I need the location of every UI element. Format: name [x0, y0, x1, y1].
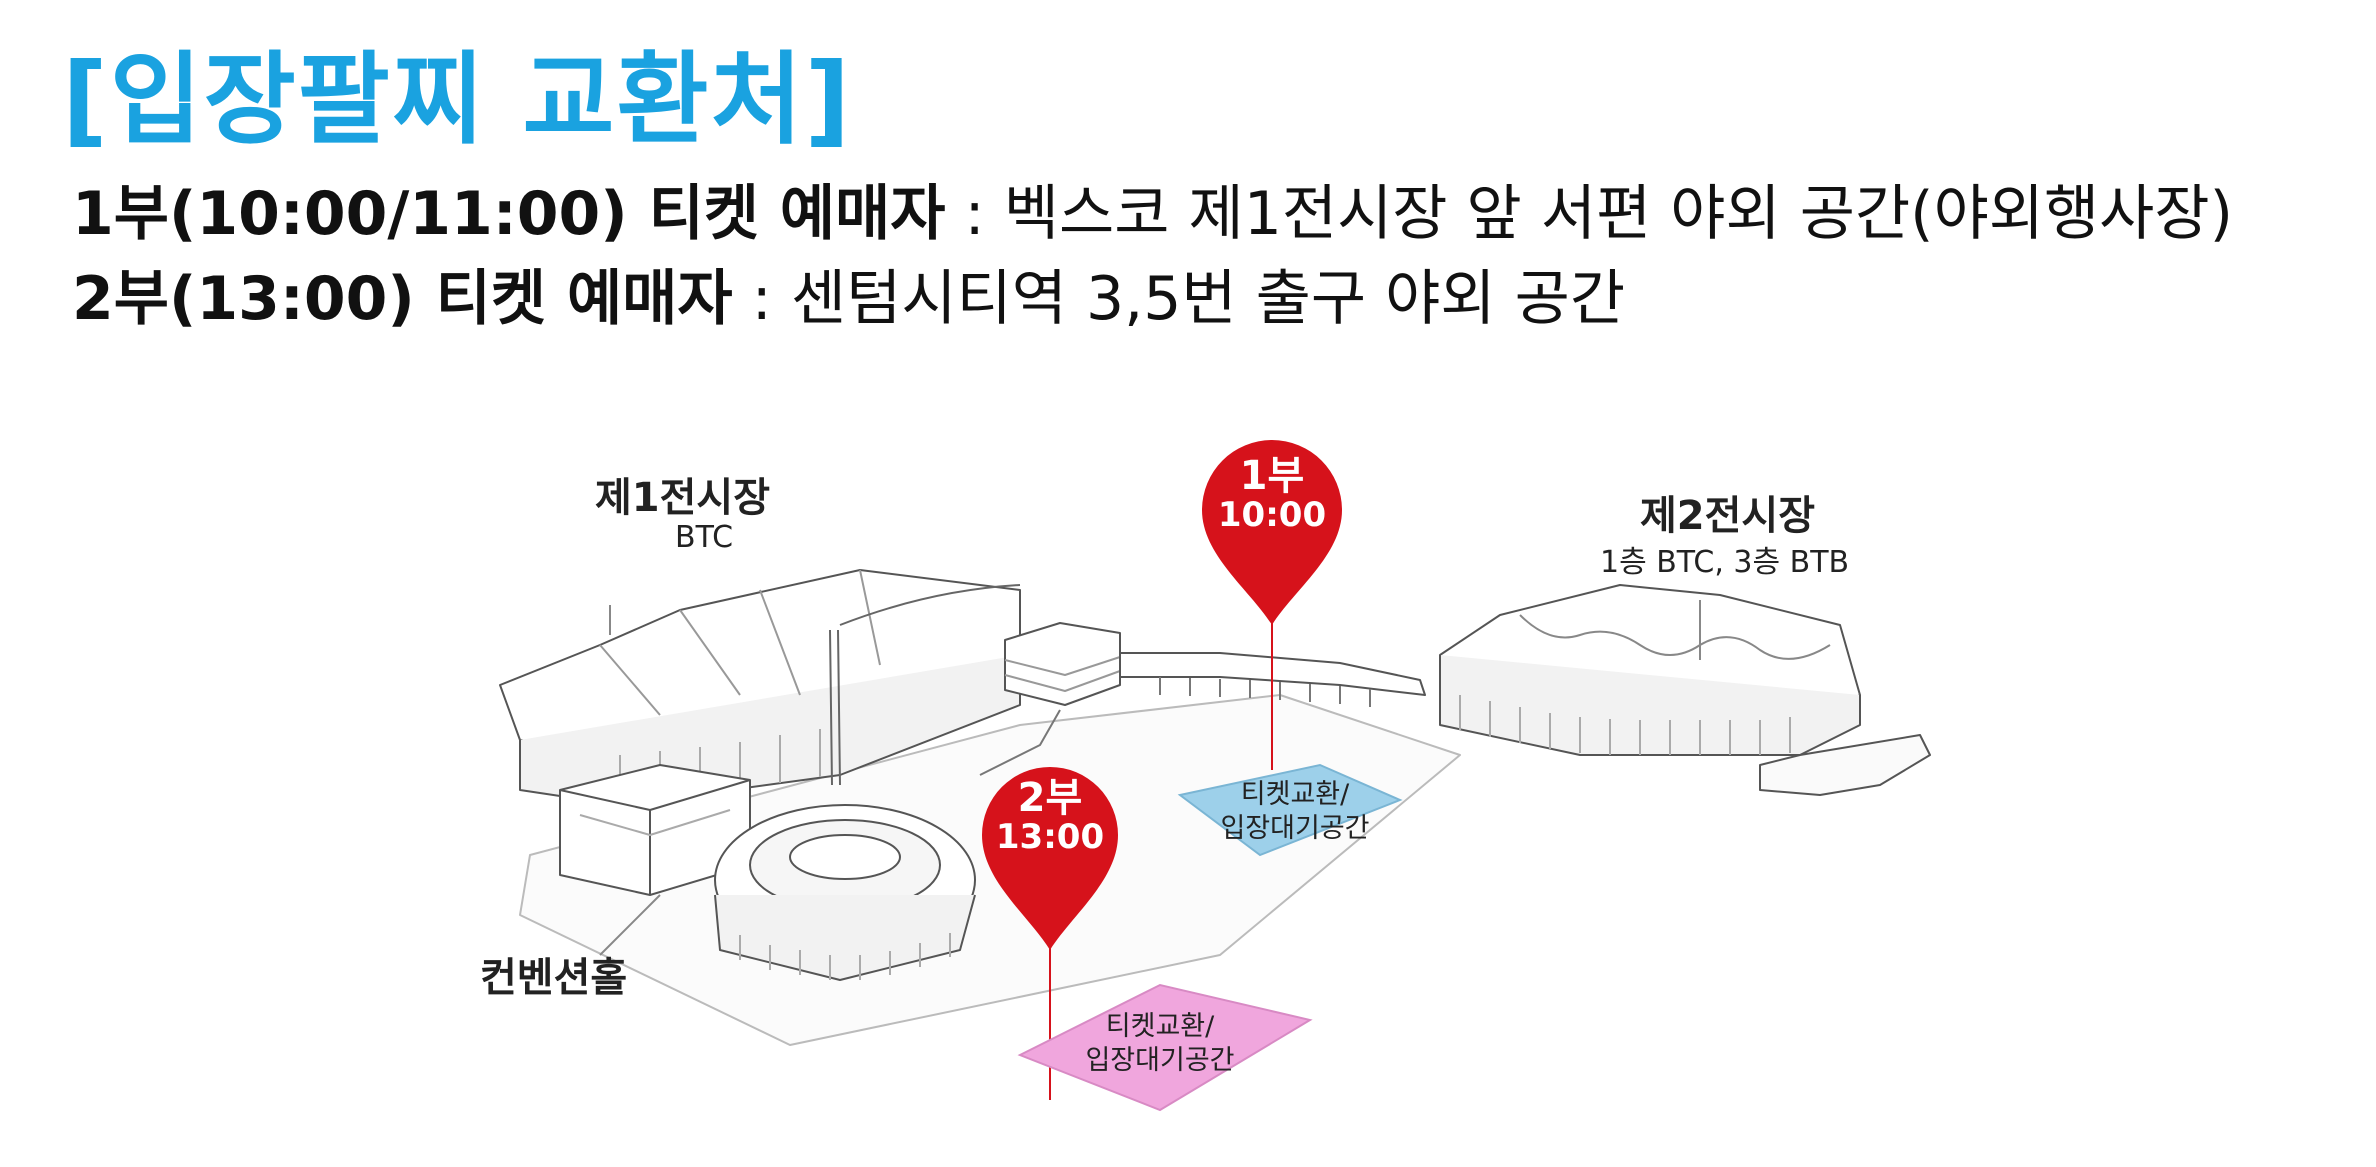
- venue-map-drawing: [499, 440, 1931, 1112]
- hall2-annex: [1759, 734, 1931, 796]
- pin-marker-2: [982, 767, 1118, 950]
- page-title: [입장팔찌 교환처]: [62, 41, 853, 158]
- info-line-part2-text: : 센텀시티역 3,5번 출구 야외 공간: [732, 264, 1626, 334]
- zone1-label-line1: 티켓교환/: [1240, 779, 1350, 810]
- zone1-label-line2: 입장대기공간: [1220, 813, 1370, 844]
- exchange-zone-1: [1177, 763, 1403, 857]
- pin1-part: 1부: [1239, 453, 1305, 499]
- pin1-time: 10:00: [1217, 495, 1327, 535]
- exchange-zone-2: [1017, 983, 1313, 1112]
- hall2-name: 제2전시장: [1640, 493, 1816, 539]
- info-line-part1: 1부(10:00/11:00) 티켓 예매자 : 벡스코 제1전시장 앞 서편 …: [72, 165, 2233, 252]
- zone2-label-line1: 티켓교환/: [1105, 1011, 1215, 1042]
- convention-hall-name: 컨벤션홀: [480, 955, 628, 1001]
- zone2-label: 티켓교환/ 입장대기공간: [1060, 1010, 1260, 1078]
- hall1-sub: BTC: [675, 520, 734, 555]
- zone1-label: 티켓교환/ 입장대기공간: [1195, 778, 1395, 846]
- hall2-sub: 1층 BTC, 3층 BTB: [1600, 545, 1850, 580]
- zone2-label-line2: 입장대기공간: [1085, 1045, 1235, 1076]
- pin-marker-1: [1202, 440, 1342, 625]
- pin2-part: 2부: [1017, 775, 1083, 821]
- venue-map: 제1전시장 BTC 제2전시장 1층 BTC, 3층 BTB 컨벤션홀 1부 1…: [460, 395, 1940, 1135]
- info-line-part2: 2부(13:00) 티켓 예매자 : 센텀시티역 3,5번 출구 야외 공간: [72, 250, 1625, 337]
- tower-block: [1004, 622, 1121, 706]
- info-line-part1-label: 1부(10:00/11:00) 티켓 예매자: [72, 179, 946, 249]
- hall1-name: 제1전시장: [595, 475, 771, 521]
- info-line-part2-label: 2부(13:00) 티켓 예매자: [72, 264, 733, 334]
- canopy: [839, 584, 1021, 626]
- pin2-time: 13:00: [995, 817, 1105, 857]
- info-line-part1-text: : 벡스코 제1전시장 앞 서편 야외 공간(야외행사장): [945, 179, 2233, 249]
